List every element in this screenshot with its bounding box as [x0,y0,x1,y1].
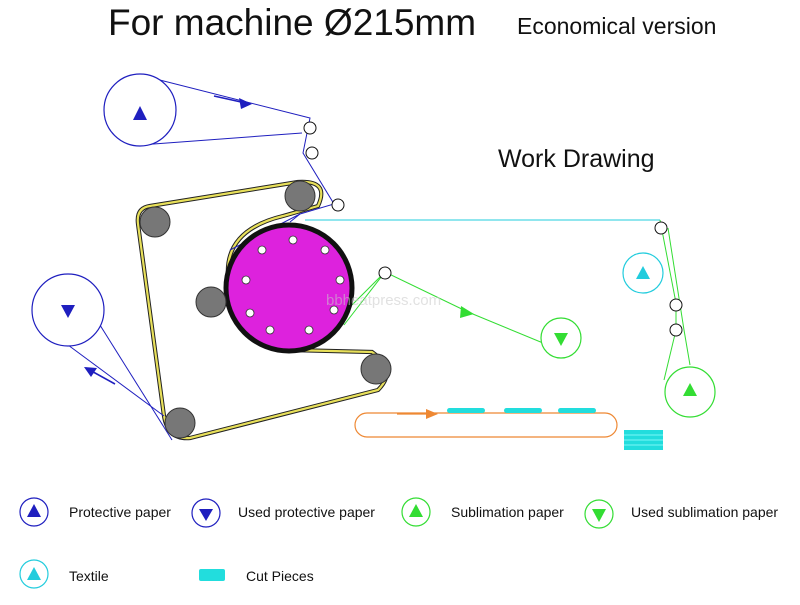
cut-pieces-on-belt [447,408,596,413]
triangle-up-icon [27,567,41,580]
watermark-text: bbheatpress.com [326,292,442,309]
textile-supply-roll [622,252,664,294]
legend-used-protective-paper-icon [191,498,221,528]
belt-rollers [139,180,392,439]
triangle-up-icon [27,504,41,517]
cut-pieces-stack [624,430,663,450]
protective-paper-supply-roll [103,73,177,147]
triangle-up-icon [409,504,423,517]
guide-rollers [303,121,683,337]
triangle-up-icon [636,266,650,279]
triangle-down-icon [592,509,606,522]
heating-drum [223,222,355,354]
legend-sublimation-paper-icon [401,497,431,527]
legend-textile-label: Textile [69,568,109,584]
drum-holes [241,235,345,335]
diagram-subtitle: Economical version [517,13,717,39]
triangle-up-icon [683,383,697,396]
legend-icons [19,497,614,589]
triangle-down-icon [61,305,75,318]
used-sublimation-paper-roll [540,317,582,359]
legend-used-protective-paper-label: Used protective paper [238,504,375,520]
legend-used-sublimation-paper-icon [584,499,614,529]
legend-used-sublimation-paper-label: Used sublimation paper [631,504,779,520]
triangle-down-icon [554,333,568,346]
feed-belt [354,409,618,438]
sublimation-paper-supply-roll [664,366,716,418]
work-drawing-label: Work Drawing [498,145,655,173]
sublimation-paper-direction-arrow [460,306,474,318]
legend-protective-paper-icon [19,497,49,527]
legend-cut-pieces-label: Cut Pieces [246,568,314,584]
protective-paper-direction-arrows [84,98,252,377]
legend-sublimation-paper-label: Sublimation paper [451,504,564,520]
legend-protective-paper-label: Protective paper [69,504,171,520]
legend-cut-piece-icon [199,569,225,581]
triangle-down-icon [199,509,213,521]
sublimation-paper-path [343,219,691,381]
legend-textile-icon [19,559,49,589]
triangle-up-icon [133,106,147,120]
used-protective-paper-roll [31,273,105,347]
diagram-title: For machine Ø215mm [108,2,477,43]
